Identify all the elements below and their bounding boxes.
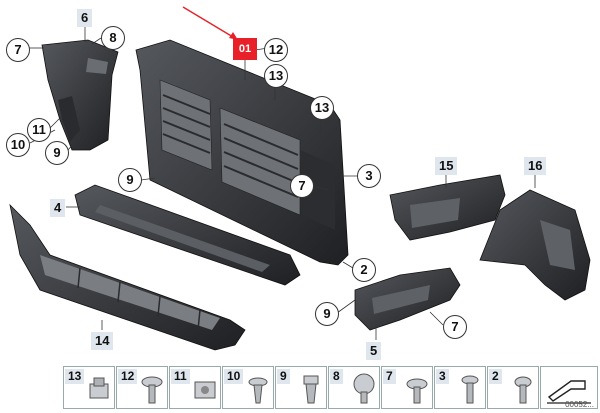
direction-arrow-icon [547,380,591,404]
legend-item-12: 12 [116,366,168,409]
label-part-10: 10 [6,133,30,157]
bolt-icon [461,375,479,404]
label-part-7-c: 7 [443,315,467,339]
legend-number: 3 [436,369,449,384]
label-part-14: 14 [91,332,114,350]
screw-washer-icon [406,378,428,404]
legend-number: 13 [65,369,85,384]
legend-item-9: 9 [275,366,327,409]
label-part-11: 11 [27,118,51,142]
screw-icon [141,376,163,404]
label-part-12: 12 [264,38,288,62]
label-part-9-b: 9 [118,168,142,192]
label-part-8: 8 [101,26,125,50]
document-number: 00052... [565,400,594,409]
legend-number: 8 [330,369,343,384]
part-4-lower-duct [74,184,301,286]
label-part-3: 3 [357,164,381,188]
legend-number: 12 [118,369,138,384]
label-part-9-c: 9 [315,302,339,326]
part-16-duct [479,189,591,301]
label-part-7-a: 7 [6,38,30,62]
label-part-13-a: 13 [264,64,288,88]
pointer-arrow [182,6,239,41]
legend-item-3: 3 [434,366,486,409]
clip-nut-icon [89,377,109,399]
part-6-air-duct [41,39,119,151]
highlight-part-01: 01 [233,38,257,60]
label-part-2: 2 [352,258,376,282]
spring-nut-icon [194,381,216,399]
label-part-6: 6 [77,9,93,27]
legend-item-11: 11 [169,366,221,409]
rivet-icon [248,377,268,404]
expanding-clip-icon [303,375,319,404]
label-part-13-b: 13 [310,96,334,120]
part-5-bracket [354,267,461,331]
label-part-5: 5 [366,342,382,360]
part-14-lower-grille [9,203,246,351]
push-clip-icon [353,373,375,404]
legend-number: 7 [383,369,396,384]
label-part-4: 4 [50,199,66,217]
part-15-duct [389,174,506,241]
legend-item-7: 7 [381,366,433,409]
hex-screw-icon [514,376,532,404]
legend-number: 11 [171,369,190,384]
legend-number: 9 [277,369,290,384]
part-01-cooling-frame [135,39,349,266]
legend-number: 2 [489,369,502,384]
label-part-7-b: 7 [290,174,314,198]
legend-item-2: 2 [487,366,539,409]
legend-item-10: 10 [222,366,274,409]
label-part-15: 15 [435,157,458,175]
legend-number: 10 [224,369,244,384]
label-part-16: 16 [524,157,547,175]
legend-item-8: 8 [328,366,380,409]
label-part-9-a: 9 [45,141,69,165]
fastener-legend: 13 12 11 10 9 8 7 3 2 [63,366,600,409]
legend-item-13: 13 [63,366,115,409]
